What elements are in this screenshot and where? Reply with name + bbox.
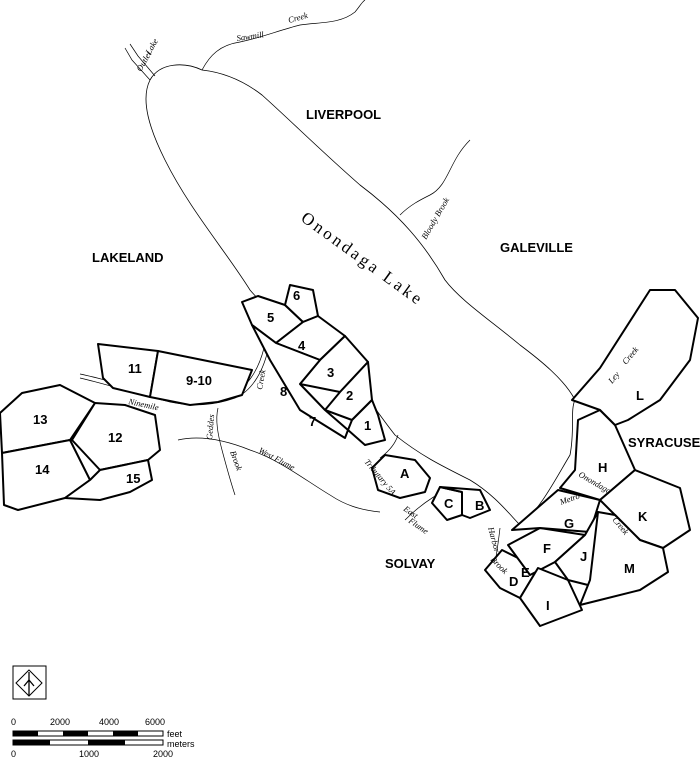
site-B: [439, 486, 491, 519]
site-label-13: 13: [33, 412, 47, 427]
town-liverpool: LIVERPOOL: [306, 107, 381, 122]
site-label-A: A: [400, 466, 410, 481]
site-label-B: B: [475, 498, 484, 513]
site-label-5: 5: [267, 310, 274, 325]
label-creek-top: Creek: [287, 10, 309, 25]
site-9-10: [149, 350, 253, 406]
meter-tick-2000: 2000: [153, 749, 173, 759]
site-7-8: [251, 324, 349, 439]
site-label-H: H: [598, 460, 607, 475]
site-label-E: E: [521, 565, 530, 580]
site-label-7: 7: [309, 414, 316, 429]
site-L: [571, 289, 699, 426]
town-galeville: GALEVILLE: [500, 240, 573, 255]
town-solvay: SOLVAY: [385, 556, 436, 571]
west-flume: [177, 437, 381, 513]
site-label-3: 3: [327, 365, 334, 380]
site-label-2: 2: [346, 388, 353, 403]
site-label-M: M: [624, 561, 635, 576]
site-I: [519, 567, 583, 627]
meters-scale-bar: [12, 739, 164, 746]
lake-name: Onondaga Lake: [298, 208, 428, 310]
label-bloody-brook: Bloody Brook: [419, 195, 451, 241]
site-12: [71, 402, 161, 471]
site-label-F: F: [543, 541, 551, 556]
label-west-flume: West Flume: [257, 445, 297, 473]
label-creek-ninemile: Creek: [254, 369, 267, 391]
label-flume: Flume: [406, 515, 431, 536]
lake-outlet-stream-2: [129, 43, 156, 77]
sawmill-creek: [201, 0, 366, 71]
site-label-J: J: [580, 549, 587, 564]
site-M: [579, 511, 669, 606]
site-11: [97, 343, 159, 398]
site-label-D: D: [509, 574, 518, 589]
meter-tick-1000: 1000: [79, 749, 99, 759]
site-label-15: 15: [126, 471, 140, 486]
site-label-I: I: [546, 598, 550, 613]
site-label-11: 11: [128, 361, 142, 376]
meter-tick-0: 0: [11, 749, 16, 759]
lake-shoreline: [145, 64, 576, 526]
site-label-K: K: [638, 509, 648, 524]
feet-tick-2000: 2000: [50, 717, 70, 727]
site-15: [64, 459, 153, 501]
site-label-6: 6: [293, 288, 300, 303]
site-label-4: 4: [298, 338, 306, 353]
label-geddes: Geddes: [204, 413, 216, 440]
north-arrow-icon: [12, 665, 47, 700]
site-label-C: C: [444, 496, 454, 511]
site-label-14: 14: [35, 462, 50, 477]
site-2: [324, 361, 373, 421]
site-label-L: L: [636, 388, 644, 403]
site-A: [371, 454, 431, 499]
feet-unit: feet: [167, 729, 183, 739]
site-label-8: 8: [280, 384, 287, 399]
site-label-9-10: 9-10: [186, 373, 212, 388]
label-sawmill: Sawmill: [236, 29, 265, 43]
feet-tick-0: 0: [11, 717, 16, 727]
site-label-1: 1: [364, 418, 371, 433]
town-lakeland: LAKELAND: [92, 250, 164, 265]
site-6: [284, 284, 319, 323]
feet-tick-4000: 4000: [99, 717, 119, 727]
tributary-5a: [379, 434, 399, 459]
bloody-brook-stream: [399, 139, 471, 216]
meter-unit: meters: [167, 739, 195, 749]
feet-tick-6000: 6000: [145, 717, 165, 727]
town-syracuse: SYRACUSE: [628, 435, 700, 450]
site-label-12: 12: [108, 430, 122, 445]
feet-scale-bar: [12, 730, 164, 737]
site-label-G: G: [564, 516, 574, 531]
geddes-brook: [216, 407, 236, 496]
label-brook-geddes: Brook: [228, 449, 244, 472]
lake-outlet-stream: [124, 47, 151, 81]
